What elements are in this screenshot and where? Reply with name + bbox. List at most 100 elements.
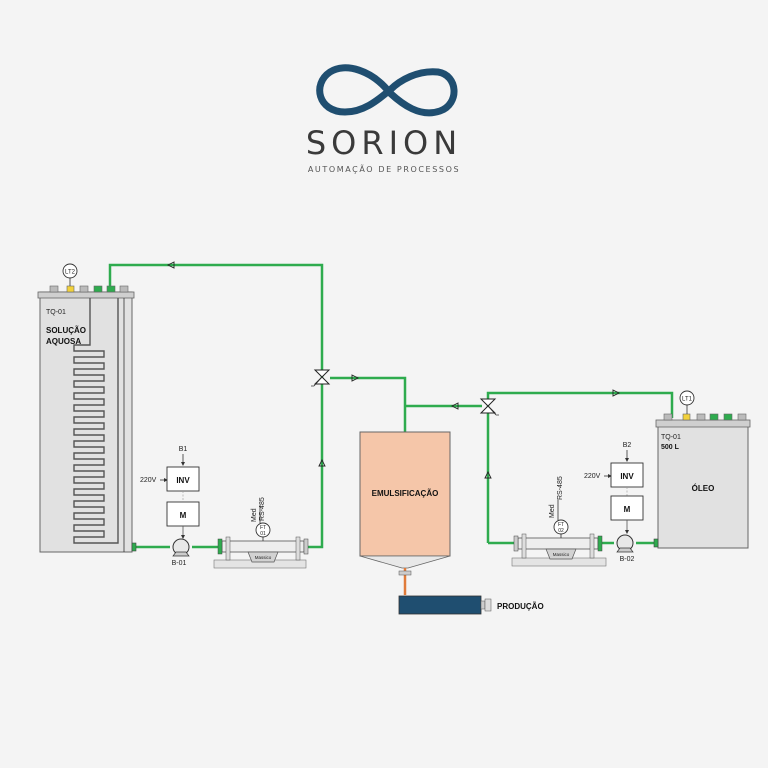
meter-body (247, 551, 279, 563)
level-transmitter-tag: LT2 (65, 270, 76, 276)
tank-outlet-flange (131, 542, 137, 552)
pipe-to-mixer-left (330, 376, 407, 432)
meter-bus-label: RS-485 (259, 497, 266, 521)
arrow-down-icon (625, 458, 629, 462)
tank-nozzle (79, 285, 89, 293)
tank-nozzle (93, 285, 103, 293)
meter-type: Massico (255, 555, 272, 560)
arrow-down-icon (625, 530, 629, 534)
pump-group-left: B1 220V INV M B-01 (140, 446, 200, 567)
arrow-right-icon (164, 478, 168, 482)
production-cap (484, 598, 492, 612)
flow-arrow-icon (612, 389, 621, 397)
meter-type: Massico (553, 552, 570, 557)
tank-nozzle (737, 413, 747, 421)
pump-group-right: B2 220V INV M B-02 (584, 442, 644, 563)
inverter-label: INV (620, 472, 634, 481)
drive-tag: B2 (623, 442, 632, 449)
meter-support (589, 533, 595, 559)
mixer-cone (359, 555, 451, 569)
flow-transmitter-icon (553, 519, 569, 535)
motor-label: M (180, 511, 187, 520)
meter-tag-line2: 02 (558, 528, 564, 534)
inverter-voltage: 220V (584, 473, 601, 480)
flow-arrow-icon (450, 402, 459, 410)
tank-name-line2: AQUOSA (46, 337, 81, 346)
level-gauge-icon (62, 263, 78, 279)
production-pipe (398, 595, 482, 615)
sorion-logo: SORION AUTOMAÇÃO DE PROCESSOS (306, 64, 462, 174)
production-flange (480, 600, 486, 610)
heating-coil-icon (73, 298, 119, 544)
pump-base (172, 551, 190, 557)
valve-right[interactable] (479, 398, 499, 416)
mixer-body (359, 431, 451, 557)
meter-tag-line2: 01 (260, 531, 266, 537)
meter-support (521, 533, 527, 559)
tank-nozzle (663, 413, 673, 421)
tank-tag: TQ-01 (46, 309, 66, 316)
pump-tag: B-01 (172, 560, 187, 567)
meter-tag-line1: FT (558, 522, 564, 528)
motor-box[interactable] (610, 495, 644, 521)
meter-flange (217, 538, 223, 555)
meter-med-label: Med (251, 508, 258, 522)
flow-arrows (166, 261, 621, 479)
meter-tube (221, 540, 305, 553)
brand-name: SORION (306, 124, 462, 162)
flow-arrow-icon (318, 458, 326, 467)
production-outlet[interactable]: PRODUÇÃO (398, 595, 544, 615)
inverter-label: INV (176, 476, 190, 485)
tank-left[interactable]: LT2 TQ-01 SOLUÇÃO AQUOSA (37, 263, 137, 553)
valve-actuator (311, 376, 323, 387)
tank-outlet-flange (653, 538, 659, 548)
tank-capacity: 500 L (661, 444, 680, 451)
tank-name: ÓLEO (692, 484, 715, 493)
tank-nozzle (119, 285, 129, 293)
meter-support (295, 536, 301, 561)
level-gauge-icon (679, 390, 695, 406)
meter-tag-line1: FT (260, 525, 266, 531)
mixer-name: EMULSIFICAÇÃO (372, 489, 439, 498)
flow-meter-left[interactable]: Massico FT 01 Med RS-485 (213, 497, 309, 569)
meter-flange (303, 538, 309, 555)
tank-nozzle (49, 285, 59, 293)
meter-flange (513, 535, 519, 552)
outlet-flange (398, 570, 412, 576)
piping (108, 263, 674, 549)
tank-right[interactable]: LT1 TQ-01 500 L ÓLEO (653, 390, 751, 549)
tank-nozzle (696, 413, 706, 421)
meter-med-label: Med (549, 504, 556, 518)
flow-transmitter-icon (255, 522, 271, 538)
valve-left[interactable] (311, 369, 331, 387)
tank-nozzle (709, 413, 719, 421)
tank-lid (655, 419, 751, 428)
meter-tube (517, 537, 599, 550)
tank-lid (37, 291, 135, 299)
drive-tag: B1 (179, 446, 188, 453)
flow-arrow-icon (351, 374, 360, 382)
tank-nozzle (66, 285, 75, 293)
arrow-right-icon (608, 474, 612, 478)
valve-actuator (487, 405, 499, 416)
meter-bus-label: RS-485 (557, 476, 564, 500)
meter-support (225, 536, 231, 561)
pipe-recirculation-left (108, 263, 324, 549)
level-transmitter-tag: LT1 (682, 397, 693, 403)
pump-tag: B-02 (620, 556, 635, 563)
arrow-down-icon (181, 462, 185, 466)
tank-body (39, 291, 133, 553)
tank-nozzle (682, 413, 691, 421)
inverter-box[interactable] (610, 462, 644, 488)
pump-base (616, 547, 634, 553)
motor-label: M (624, 505, 631, 514)
inverter-box[interactable] (166, 466, 200, 492)
meter-flange (597, 535, 603, 552)
arrow-down-icon (181, 535, 185, 539)
flow-meter-right[interactable]: Massico FT 02 Med RS-485 (511, 476, 607, 567)
tank-nozzle (106, 285, 116, 293)
infinity-icon (316, 64, 458, 117)
mixer-tank[interactable]: EMULSIFICAÇÃO (359, 431, 451, 595)
production-label: PRODUÇÃO (497, 602, 544, 611)
